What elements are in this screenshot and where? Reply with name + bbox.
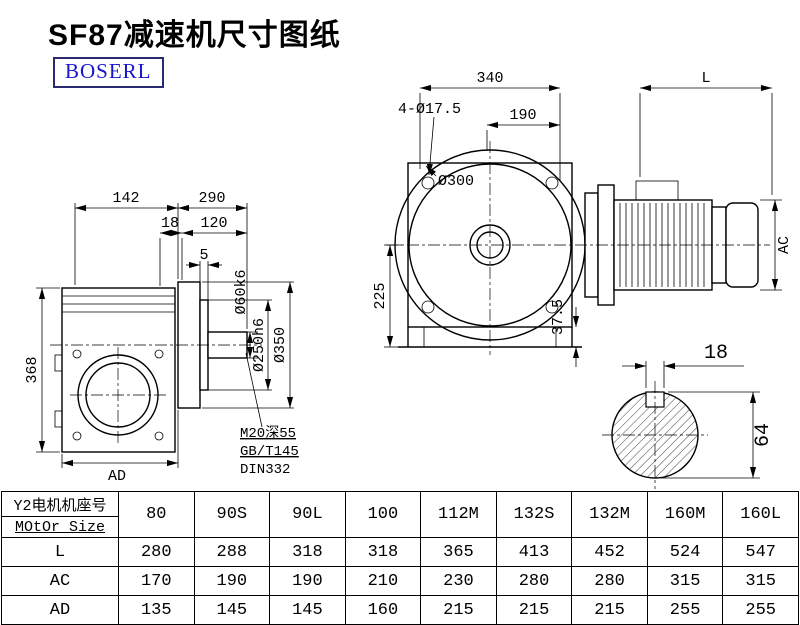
shaft-section-view: 18 64 xyxy=(602,342,775,489)
dim-368: 368 xyxy=(24,356,41,383)
table-cell: 255 xyxy=(646,595,724,625)
brand-text: BOSERL xyxy=(65,59,152,83)
table-cell: 215 xyxy=(571,595,648,625)
dim-dia-300: Ø300 xyxy=(438,173,474,190)
table-cell: 280 xyxy=(495,566,573,596)
table-header-cell: Y2电机机座号 MOtOr Size xyxy=(1,491,119,538)
table-cell: 280 xyxy=(118,537,195,567)
dim-18: 18 xyxy=(161,215,179,232)
shaft-section-dimensions: 18 64 xyxy=(622,342,775,479)
page-title: SF87减速机尺寸图纸 xyxy=(48,19,341,52)
table-cell: 315 xyxy=(722,566,799,596)
table-cell: 170 xyxy=(118,566,195,596)
side-view-dimensions: 368 142 290 18 120 5 AD xyxy=(24,190,299,485)
note-gb-standard: GB/T145 xyxy=(240,444,299,460)
table-cell: 524 xyxy=(646,537,724,567)
motor-size-col: 90L xyxy=(269,491,346,538)
table-cell: 318 xyxy=(269,537,346,567)
brand-logo: BOSERL xyxy=(53,57,164,88)
shaft-section-centerlines xyxy=(602,381,708,489)
motor-size-col: 160M xyxy=(646,491,724,538)
motor-size-col: 112M xyxy=(420,491,497,538)
motor-size-col: 132S xyxy=(495,491,573,538)
table-row-ac: AC 170 190 190 210 230 280 280 315 315 xyxy=(1,566,799,596)
dim-37-5: 37.5 xyxy=(550,299,567,335)
dim-shaft-dia: Ø60k6 xyxy=(233,269,250,314)
dim-key-height: 64 xyxy=(752,423,775,447)
motor-size-col: 90S xyxy=(193,491,271,538)
dim-ad: AD xyxy=(108,468,126,485)
dim-bolt-holes: 4-Ø17.5 xyxy=(398,101,461,118)
table-cell: 215 xyxy=(420,595,497,625)
table-cell: 135 xyxy=(118,595,195,625)
technical-drawing: 368 142 290 18 120 5 AD xyxy=(24,70,793,489)
table-header-row: Y2电机机座号 MOtOr Size 80 90S 90L 100 112M 1… xyxy=(1,491,799,538)
table-cell: 413 xyxy=(495,537,573,567)
table-cell: 215 xyxy=(495,595,573,625)
table-cell: 145 xyxy=(193,595,271,625)
dim-flange-dia: Ø350 xyxy=(272,327,289,363)
dim-motor-length: L xyxy=(701,70,710,87)
dim-190: 190 xyxy=(509,107,536,124)
motor-size-col: 160L xyxy=(722,491,799,538)
table-cell: 255 xyxy=(722,595,799,625)
table-cell: 452 xyxy=(571,537,648,567)
row-label-l: L xyxy=(1,537,119,567)
dim-motor-ac: AC xyxy=(776,236,793,254)
table-cell: 190 xyxy=(193,566,271,596)
dim-spigot-dia: Ø250h6 xyxy=(251,318,268,372)
front-view-centerlines xyxy=(386,141,770,355)
table-header-en: MOtOr Size xyxy=(14,519,105,536)
front-view-motor xyxy=(584,180,759,306)
front-view-dimensions: 340 L 190 4-Ø17.5 Ø300 225 37.5 xyxy=(372,70,793,367)
table-header-cn: Y2电机机座号 xyxy=(2,492,118,517)
dim-142: 142 xyxy=(112,190,139,207)
row-label-ac: AC xyxy=(1,566,119,596)
table-cell: 288 xyxy=(193,537,271,567)
table-cell: 190 xyxy=(269,566,346,596)
dimension-table: Y2电机机座号 MOtOr Size 80 90S 90L 100 112M 1… xyxy=(1,491,799,625)
motor-size-col: 132M xyxy=(571,491,648,538)
table-cell: 318 xyxy=(344,537,422,567)
side-view: 368 142 290 18 120 5 AD xyxy=(24,190,299,485)
table-cell: 210 xyxy=(344,566,422,596)
dim-5: 5 xyxy=(199,247,208,264)
dim-290: 290 xyxy=(198,190,225,207)
motor-size-col: 80 xyxy=(118,491,195,538)
note-tapped-hole: M20深55 xyxy=(240,425,296,442)
table-cell: 230 xyxy=(420,566,497,596)
dim-225: 225 xyxy=(372,282,389,309)
front-view: 340 L 190 4-Ø17.5 Ø300 225 37.5 xyxy=(372,70,793,367)
table-cell: 145 xyxy=(269,595,346,625)
table-row-l: L 280 288 318 318 365 413 452 524 547 xyxy=(1,537,799,567)
table-cell: 315 xyxy=(646,566,724,596)
dim-120: 120 xyxy=(200,215,227,232)
side-view-housing xyxy=(54,287,176,453)
table-cell: 547 xyxy=(722,537,799,567)
note-din-standard: DIN332 xyxy=(240,462,290,478)
motor-size-col: 100 xyxy=(344,491,422,538)
dim-340: 340 xyxy=(476,70,503,87)
table-row-ad: AD 135 145 145 160 215 215 215 255 255 xyxy=(1,595,799,625)
table-cell: 365 xyxy=(420,537,497,567)
side-view-centerlines xyxy=(50,344,262,445)
row-label-ad: AD xyxy=(1,595,119,625)
table-cell: 160 xyxy=(344,595,422,625)
table-cell: 280 xyxy=(571,566,648,596)
dim-key-width: 18 xyxy=(704,342,728,365)
